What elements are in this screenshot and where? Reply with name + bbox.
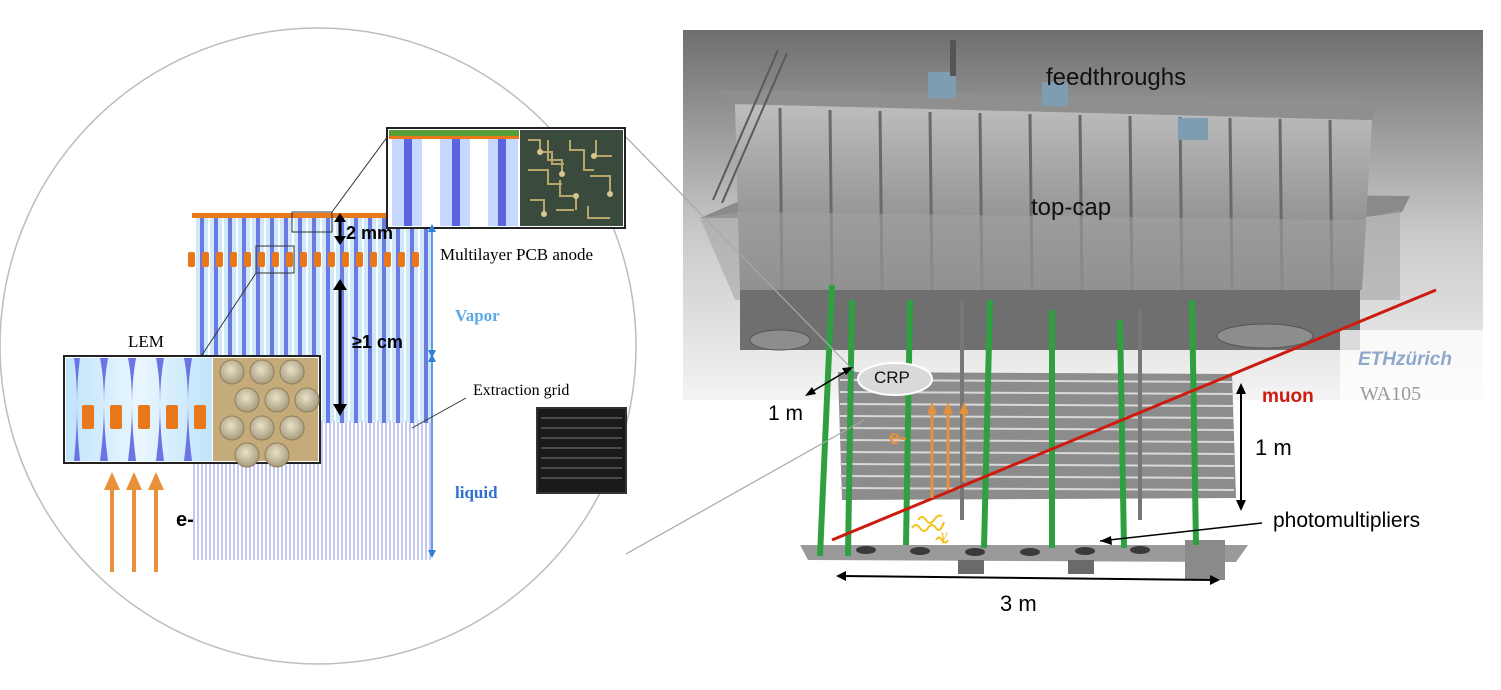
top-cap-label: top-cap	[1031, 194, 1112, 221]
one-m-right-label: 1 m	[1255, 435, 1292, 460]
liquid-label: liquid	[455, 483, 498, 502]
detector-render	[683, 30, 1500, 580]
dimension-arrows	[333, 213, 347, 416]
wa105-logo: WA105	[1360, 383, 1422, 405]
feedthrough-pipe	[950, 40, 956, 76]
extraction-grid-label: Extraction grid	[473, 382, 570, 399]
electron-arrows-right	[927, 402, 969, 498]
one-m-right-arrow	[1236, 383, 1246, 511]
muon-track	[831, 288, 1437, 542]
gap-1cm-label: ≥1 cm	[352, 332, 403, 352]
zoom-box-lem	[255, 245, 295, 274]
three-m-arrow	[836, 571, 1220, 585]
muon-label: muon	[1262, 386, 1314, 407]
logo-panel	[1340, 330, 1500, 410]
cap-lower-flange	[700, 210, 1400, 300]
pmt-base-2	[1068, 560, 1094, 574]
pcb-anode-strip	[192, 213, 432, 218]
gamma-label: γ	[941, 527, 948, 544]
cap-disk-left	[749, 329, 811, 351]
feedthrough-box-2	[1042, 82, 1068, 106]
connector-lem	[199, 272, 257, 359]
feedthrough-box-3	[1178, 118, 1208, 140]
pcb-anode-label: Multilayer PCB anode	[440, 245, 593, 264]
support-leg	[1185, 540, 1225, 580]
photomultipliers-label: photomultipliers	[1273, 509, 1421, 532]
anode-inset	[386, 127, 626, 229]
electron-right-label: e-	[889, 427, 907, 449]
zoom-box-anode	[291, 211, 333, 233]
cap-flange-disk	[1216, 323, 1314, 349]
extraction-grid-photo	[536, 407, 627, 494]
extraction-grid-pointer	[411, 397, 467, 429]
lem-electrodes	[188, 252, 419, 267]
scintillation-photons	[911, 514, 949, 544]
electron-arrows-left	[104, 472, 164, 572]
connector-anode	[331, 135, 389, 213]
zoom-connectors	[620, 131, 865, 555]
electron-left-label: e-	[176, 509, 194, 531]
pmt-base-1	[958, 560, 984, 574]
crp-label: CRP	[874, 368, 910, 387]
three-m-label: 3 m	[1000, 591, 1037, 616]
eth-logo: ETHzürich	[1358, 349, 1452, 370]
vapor-label: Vapor	[455, 306, 500, 325]
gap-2mm-label: 2 mm	[346, 223, 394, 243]
one-m-left-label: 1 m	[768, 402, 804, 425]
ladder	[712, 49, 788, 204]
photomultiplier-pointer	[1099, 522, 1263, 542]
one-m-left-arrow	[805, 367, 853, 396]
lem-label: LEM	[128, 332, 164, 351]
pmt-units	[856, 546, 1150, 556]
lem-inset	[63, 355, 321, 468]
feedthroughs-label: feedthroughs	[1046, 64, 1187, 91]
feedthrough-box-1	[928, 72, 956, 98]
phase-scale	[428, 224, 436, 558]
crp-bubble	[857, 362, 933, 396]
photomultiplier-arrowhead	[1100, 536, 1112, 545]
